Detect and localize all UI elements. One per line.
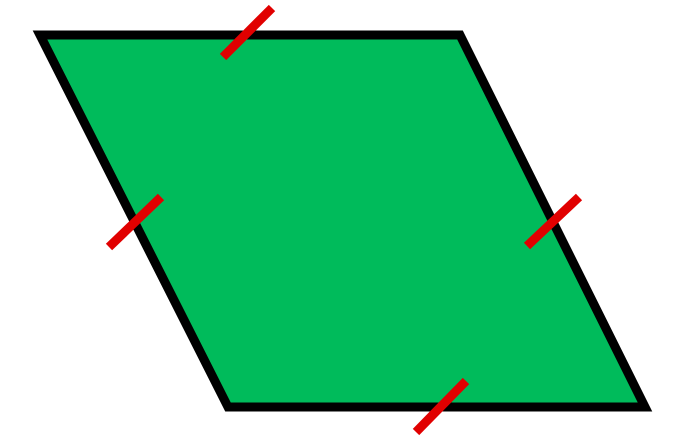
tick-mark-right-side xyxy=(523,193,583,250)
tick-mark-top-side xyxy=(219,4,276,61)
rhombus-shape xyxy=(32,30,653,412)
tick-mark-left-side xyxy=(105,193,165,251)
tick-mark-bottom-side xyxy=(412,377,470,436)
